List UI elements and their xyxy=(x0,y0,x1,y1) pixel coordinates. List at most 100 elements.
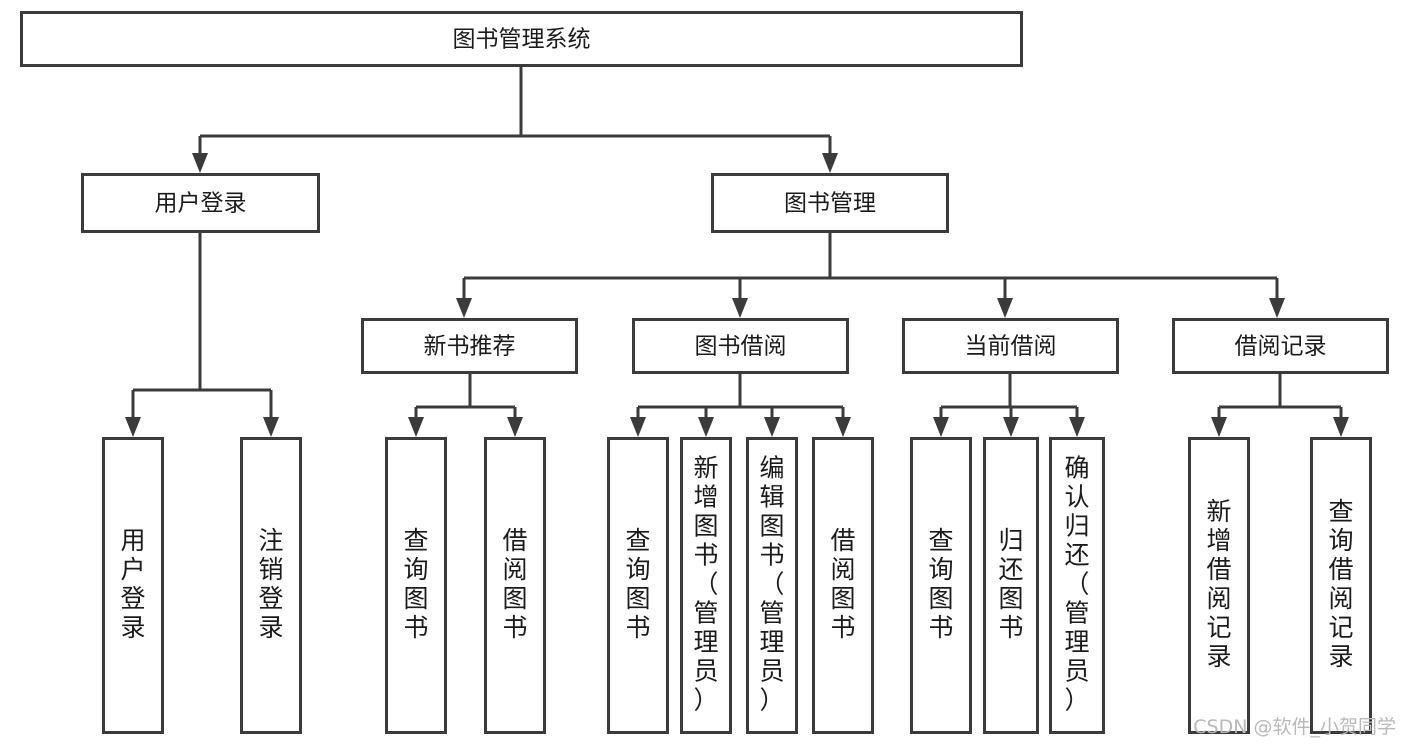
node-book-manage[interactable]: 图书管理 xyxy=(711,173,949,233)
label-glyph: 认 xyxy=(1064,483,1089,512)
node-leaf-user-login[interactable]: 用户登录 xyxy=(102,437,164,734)
label-glyph: 图 xyxy=(830,584,855,613)
arrowhead-to-leaf-user-login xyxy=(125,417,141,437)
node-box-root[interactable] xyxy=(20,11,1023,67)
node-box-user-login[interactable] xyxy=(81,173,320,233)
arrowhead-to-leaf-return-book xyxy=(1003,417,1019,437)
node-box-leaf-query-book-1[interactable] xyxy=(385,437,447,734)
node-box-leaf-add-book[interactable] xyxy=(680,437,732,734)
connector-group-current-borrow-to-leaves xyxy=(933,374,1085,437)
node-new-book-rec[interactable]: 新书推荐 xyxy=(361,318,578,374)
arrowhead-to-leaf-add-book xyxy=(698,417,714,437)
label-glyph: 询 xyxy=(928,555,953,584)
node-box-book-borrow[interactable] xyxy=(632,318,849,374)
node-box-leaf-query-book-2[interactable] xyxy=(607,437,669,734)
label-glyph: 借 xyxy=(1206,555,1231,584)
arrowhead-to-leaf-borrow-book-2 xyxy=(835,417,851,437)
label-glyph: 书 xyxy=(759,541,784,570)
node-box-borrow-record[interactable] xyxy=(1172,318,1389,374)
label-glyph: 借 xyxy=(1328,555,1353,584)
label-glyph: 新 xyxy=(1206,497,1231,526)
label-glyph: 还 xyxy=(1064,541,1089,570)
node-borrow-record[interactable]: 借阅记录 xyxy=(1172,318,1389,374)
label-glyph: 新 xyxy=(693,454,718,483)
label-glyph: 询 xyxy=(625,555,650,584)
label-glyph: 借 xyxy=(502,526,527,555)
node-label-user-login: 用户登录 xyxy=(155,191,247,217)
label-glyph: 查 xyxy=(928,526,953,555)
node-current-borrow[interactable]: 当前借阅 xyxy=(902,318,1119,374)
label-glyph: 归 xyxy=(1064,512,1089,541)
label-glyph: 用 xyxy=(120,526,145,555)
connector-group-root-to-level2 xyxy=(192,67,838,173)
label-glyph: 询 xyxy=(403,555,428,584)
node-box-leaf-borrow-book-1[interactable] xyxy=(484,437,546,734)
label-glyph: 录 xyxy=(1206,642,1231,671)
node-box-leaf-return-book[interactable] xyxy=(983,437,1039,734)
label-glyph: 理 xyxy=(693,628,718,657)
node-box-current-borrow[interactable] xyxy=(902,318,1119,374)
node-box-leaf-borrow-book-2[interactable] xyxy=(812,437,874,734)
connector-group-borrow-record-to-leaves xyxy=(1211,374,1349,437)
arrowhead-to-new-book-rec xyxy=(456,298,472,318)
node-box-leaf-confirm-return[interactable] xyxy=(1049,437,1105,734)
connector-group-new-book-rec-to-leaves xyxy=(408,374,523,437)
label-glyph: 图 xyxy=(625,584,650,613)
node-box-leaf-query-book-3[interactable] xyxy=(910,437,972,734)
node-box-leaf-user-login[interactable] xyxy=(102,437,164,734)
node-box-leaf-add-record[interactable] xyxy=(1188,437,1250,734)
label-glyph: 归 xyxy=(998,526,1023,555)
label-glyph: 编 xyxy=(759,454,784,483)
node-book-borrow[interactable]: 图书借阅 xyxy=(632,318,849,374)
label-glyph: 书 xyxy=(693,541,718,570)
arrowhead-to-book-manage xyxy=(822,153,838,173)
node-root[interactable]: 图书管理系统 xyxy=(20,11,1023,67)
label-glyph: 图 xyxy=(693,512,718,541)
label-glyph: 图 xyxy=(403,584,428,613)
label-glyph: 图 xyxy=(998,584,1023,613)
label-glyph: （ xyxy=(759,570,784,599)
label-glyph: 查 xyxy=(1328,497,1353,526)
node-user-login[interactable]: 用户登录 xyxy=(81,173,320,233)
label-glyph: 书 xyxy=(998,613,1023,642)
label-glyph: 登 xyxy=(120,584,145,613)
node-box-leaf-logout[interactable] xyxy=(240,437,302,734)
watermark-layer: CSDN @软件_小贺同学 xyxy=(1193,716,1396,738)
label-glyph: 借 xyxy=(830,526,855,555)
node-box-leaf-query-record[interactable] xyxy=(1310,437,1372,734)
label-glyph: 书 xyxy=(502,613,527,642)
label-glyph: ） xyxy=(1064,686,1089,715)
label-glyph: （ xyxy=(1064,570,1089,599)
node-label-new-book-rec: 新书推荐 xyxy=(424,334,516,360)
label-glyph: 员 xyxy=(1064,657,1089,686)
node-box-leaf-edit-book[interactable] xyxy=(746,437,798,734)
label-glyph: 书 xyxy=(403,613,428,642)
arrowhead-to-leaf-query-book-2 xyxy=(630,417,646,437)
arrowhead-to-user-login xyxy=(192,153,208,173)
node-box-book-manage[interactable] xyxy=(711,173,949,233)
label-glyph: 记 xyxy=(1328,613,1353,642)
label-glyph: 阅 xyxy=(1328,584,1353,613)
node-box-new-book-rec[interactable] xyxy=(361,318,578,374)
